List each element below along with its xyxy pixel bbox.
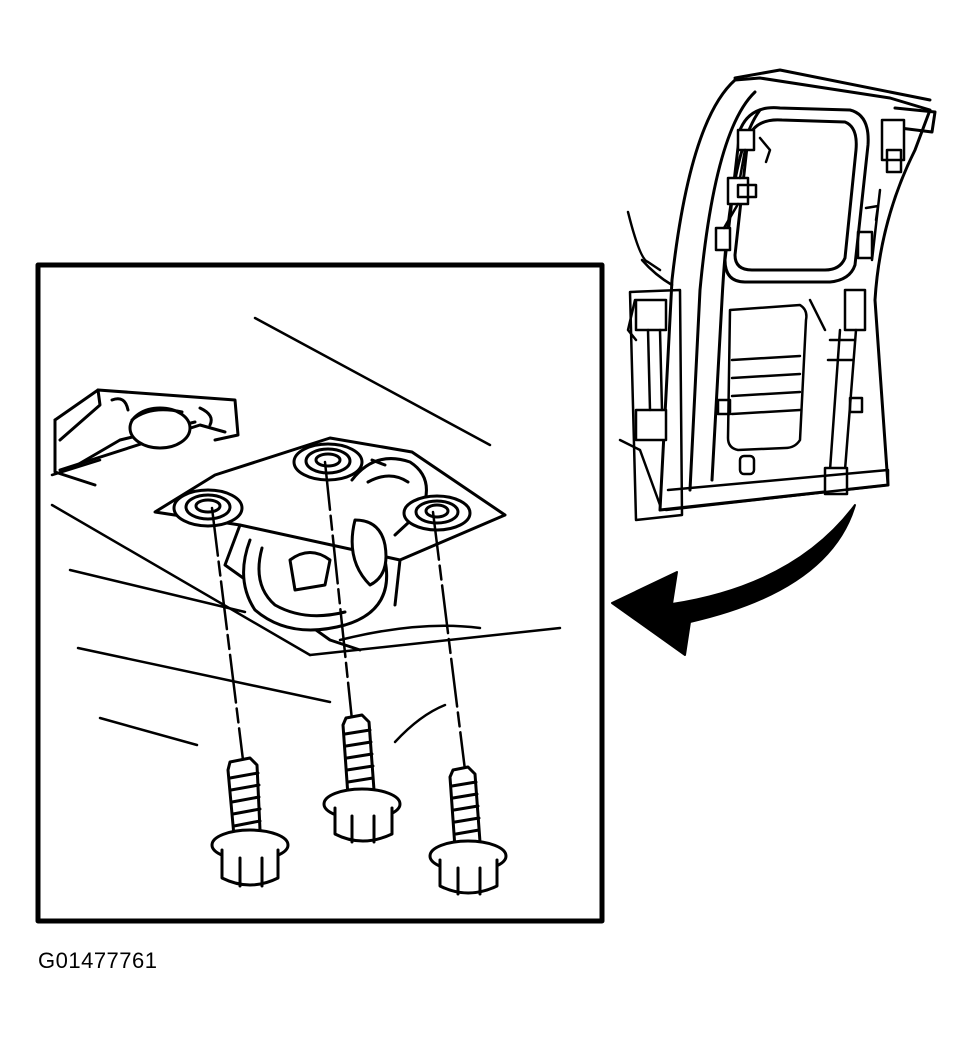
support-strut [808, 288, 867, 496]
curved-arrow-icon [611, 504, 856, 656]
bolt-center [322, 713, 402, 844]
pillar-trim [856, 118, 906, 262]
left-hinge [618, 210, 890, 522]
bolt-hole-left [172, 488, 244, 528]
bolt-right [428, 765, 508, 896]
door-window [723, 106, 870, 284]
lamp-housing [53, 388, 240, 487]
bolt-hole-right [402, 494, 472, 532]
door-outline [658, 76, 932, 512]
bolt-left [210, 756, 290, 888]
regulator-hardware [714, 128, 772, 252]
detail-inset [35, 262, 605, 924]
figure-id-label: G01477761 [38, 948, 158, 973]
bolt-hole-center [292, 442, 364, 482]
bolt-holes [172, 442, 472, 532]
vehicle-rear-view [618, 68, 937, 522]
latch-mechanism [242, 457, 428, 632]
inner-panel [716, 303, 808, 476]
alignment-lines [210, 460, 467, 772]
